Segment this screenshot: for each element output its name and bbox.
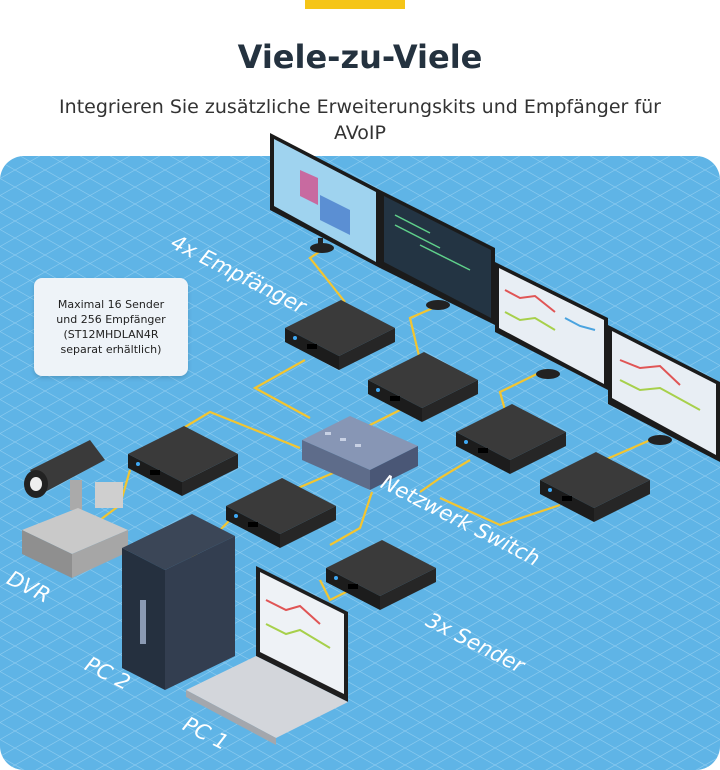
page-title: Viele-zu-Viele xyxy=(237,38,483,76)
security-camera xyxy=(24,440,123,510)
monitor-2 xyxy=(380,190,495,325)
note-line: und 256 Empfänger xyxy=(56,313,166,326)
capacity-note: Maximal 16 Sender und 256 Empfänger (ST1… xyxy=(34,278,188,376)
monitor-4 xyxy=(608,325,720,462)
network-switch xyxy=(302,416,418,490)
dvr-device xyxy=(22,508,128,578)
monitor-1 xyxy=(270,133,380,268)
note-line: (ST12MHDLAN4R xyxy=(63,328,159,341)
page-subtitle: Integrieren Sie zusätzliche Erweiterungs… xyxy=(59,96,661,144)
note-line: separat erhältlich) xyxy=(60,343,162,356)
accent-bar xyxy=(305,0,405,9)
tower-pc xyxy=(122,514,235,690)
laptop xyxy=(186,566,348,745)
monitor-3 xyxy=(495,262,608,390)
note-line: Maximal 16 Sender xyxy=(57,298,165,311)
